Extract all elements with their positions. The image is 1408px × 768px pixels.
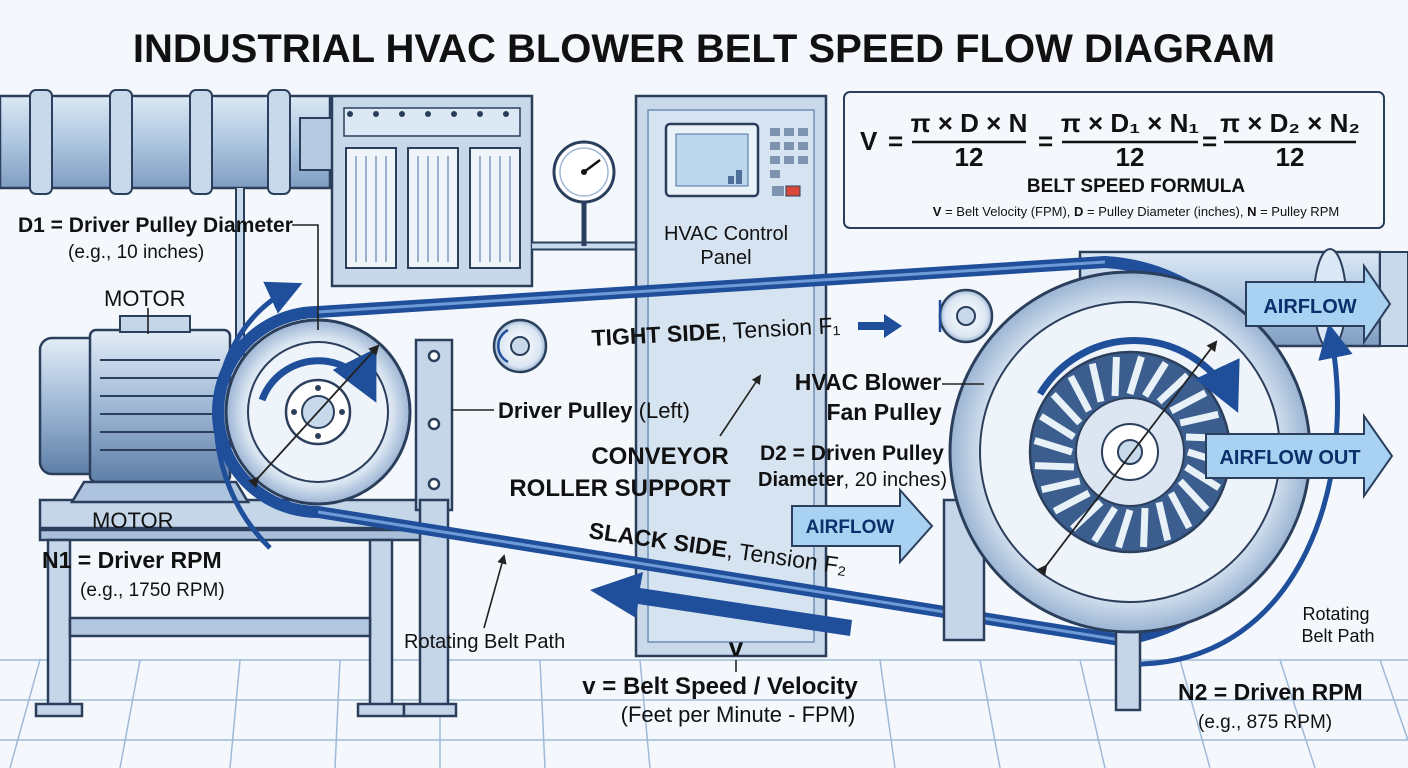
fan-blade: [1035, 466, 1074, 467]
tight-side-direction-arrow: [858, 314, 902, 338]
conveyor-label-1: CONVEYOR: [591, 443, 728, 470]
formula-num-2: π × D₁ × N₁: [1061, 108, 1199, 138]
legend-d-symbol: D: [1074, 204, 1083, 219]
blower-fan-pulley: [944, 272, 1310, 710]
driver-pulley: [226, 320, 410, 504]
page-title: INDUSTRIAL HVAC BLOWER BELT SPEED FLOW D…: [133, 27, 1275, 71]
n2-example: (e.g., 875 RPM): [1198, 712, 1332, 733]
formula-panel: V = π × D × N 12 = π × D₁ × N₁ 12 = π × …: [844, 92, 1384, 228]
formula-eq-1: =: [888, 126, 903, 156]
fan-blade: [1144, 508, 1145, 547]
belt-speed-label: v = Belt Speed / Velocity: [582, 673, 858, 700]
rotating-belt-path-right-2: Belt Path: [1301, 626, 1374, 646]
n1-label: N1 = Driver RPM: [42, 547, 222, 573]
legend-d-text: = Pulley Diameter (inches),: [1083, 204, 1247, 219]
formula-num-1: π × D × N: [911, 108, 1028, 138]
belt-speed-units: (Feet per Minute - FPM): [621, 702, 856, 727]
d1-example: (e.g., 10 inches): [68, 242, 204, 263]
driver-pulley-rest: (Left): [633, 398, 690, 423]
formula-legend: V = Belt Velocity (FPM), D = Pulley Diam…: [933, 204, 1339, 219]
d2-label-2-bold: Diameter: [758, 469, 844, 491]
formula-num-3: π × D₂ × N₂: [1220, 108, 1360, 138]
legend-n-symbol: N: [1247, 204, 1256, 219]
motor-label-top: MOTOR: [104, 286, 185, 311]
d2-label-1: D2 = Driven Pulley: [760, 442, 944, 465]
legend-n-text: = Pulley RPM: [1256, 204, 1339, 219]
motor-label-base: MOTOR: [92, 508, 173, 533]
formula-heading: BELT SPEED FORMULA: [1027, 176, 1245, 197]
pressure-gauge: [532, 142, 640, 246]
blower-label-1: HVAC Blower: [795, 369, 942, 395]
rotating-belt-path-right-1: Rotating: [1302, 604, 1369, 624]
legend-v-symbol: V: [933, 204, 942, 219]
formula-eq-2: =: [1038, 126, 1053, 156]
formula-den-2: 12: [1116, 142, 1145, 172]
n2-label: N2 = Driven RPM: [1178, 679, 1363, 705]
formula-eq-3: =: [1202, 126, 1217, 156]
driver-pulley-label: Driver Pulley (Left): [498, 398, 690, 423]
filter-bank: [332, 96, 532, 286]
fan-blade: [1115, 357, 1116, 396]
conveyor-label-2: ROLLER SUPPORT: [509, 475, 731, 502]
airflow-in-label: AIRFLOW: [806, 517, 895, 538]
d1-label: D1 = Driver Pulley Diameter: [18, 214, 293, 237]
airflow-top-label: AIRFLOW: [1263, 296, 1356, 318]
control-panel-label-2: Panel: [700, 247, 751, 269]
formula-den-1: 12: [955, 142, 984, 172]
driver-pulley-bold: Driver Pulley: [498, 398, 633, 423]
control-panel-label-1: HVAC Control: [664, 223, 788, 245]
d2-label-2: Diameter, 20 inches): [758, 469, 947, 491]
d2-label-2-rest: , 20 inches): [844, 469, 947, 491]
airflow-out-label: AIRFLOW OUT: [1219, 447, 1360, 469]
formula-v: V: [860, 126, 878, 156]
velocity-symbol: v: [729, 632, 744, 662]
rotating-belt-path-left: Rotating Belt Path: [404, 631, 565, 653]
n1-example: (e.g., 1750 RPM): [80, 580, 225, 601]
legend-v-text: = Belt Velocity (FPM),: [941, 204, 1074, 219]
formula-den-3: 12: [1276, 142, 1305, 172]
blower-label-2: Fan Pulley: [826, 399, 941, 425]
